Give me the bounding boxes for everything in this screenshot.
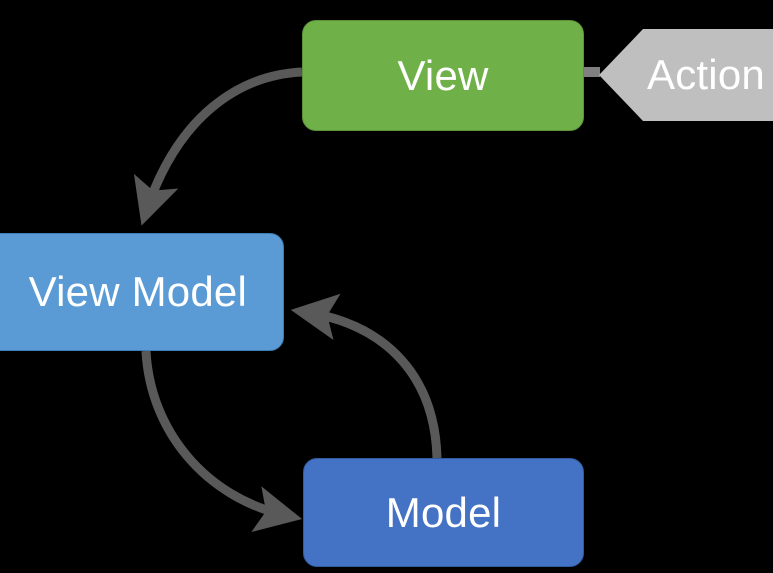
node-view-model[interactable]: View Model [0,233,284,351]
connector-view-model-to-model [141,350,303,532]
node-view-model-label: View Model [28,268,247,315]
node-action-label: Action [647,51,765,98]
node-view[interactable]: View [302,20,584,131]
connector-action-stub [584,67,600,77]
node-view-label: View [397,51,489,99]
node-model[interactable]: Model [303,458,584,567]
connector-model-to-view-model [290,293,442,459]
node-action[interactable]: Action [599,29,773,121]
connector-view-to-view-model [133,67,303,226]
node-model-label: Model [385,488,502,536]
